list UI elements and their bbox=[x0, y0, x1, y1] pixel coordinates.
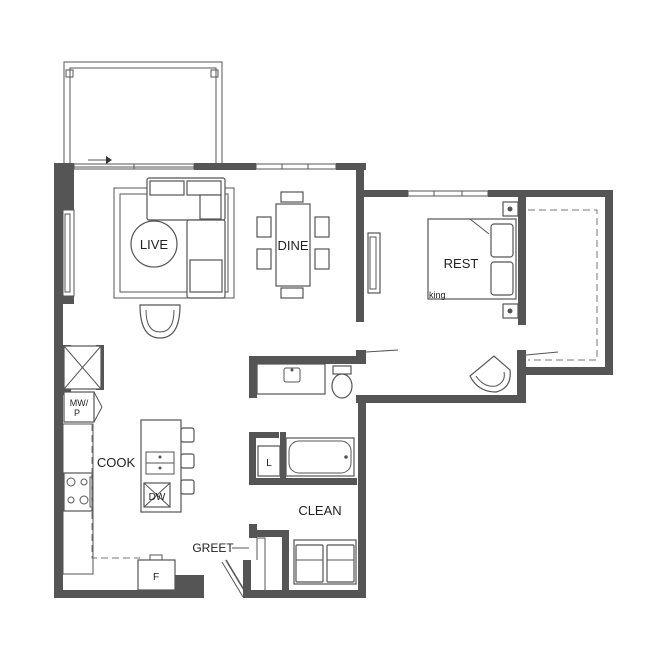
entry-arrow-icon bbox=[106, 156, 112, 164]
dining-table bbox=[275, 203, 311, 287]
bed-size-label: king bbox=[429, 290, 446, 300]
bathroom bbox=[256, 363, 355, 477]
dishwasher-label: DW bbox=[149, 492, 166, 503]
coffee-table bbox=[130, 220, 178, 268]
microwave-pantry bbox=[63, 391, 95, 423]
media-console bbox=[367, 232, 381, 294]
bathtub bbox=[285, 437, 355, 477]
room-label-greet: GREET bbox=[192, 541, 234, 555]
room-label-dine: DINE bbox=[277, 238, 308, 253]
room-label-rest: REST bbox=[444, 256, 479, 271]
fridge bbox=[137, 559, 176, 591]
toilet-icon bbox=[331, 365, 353, 399]
room-label-clean: CLEAN bbox=[298, 503, 341, 518]
room-label-live: LIVE bbox=[140, 237, 169, 252]
bedroom bbox=[365, 201, 598, 393]
kitchen bbox=[62, 345, 195, 591]
dining-area bbox=[256, 191, 330, 299]
room-labels: LIVE DINE REST king COOK CLEAN GREET MW/… bbox=[70, 237, 479, 583]
entry-door bbox=[221, 537, 266, 598]
microwave-label: MW/ bbox=[70, 398, 89, 408]
laundry-label: L bbox=[266, 458, 272, 469]
fridge-label: F bbox=[153, 572, 159, 583]
armchair-icon bbox=[139, 304, 181, 339]
washer-dryer bbox=[293, 539, 357, 585]
room-label-cook: COOK bbox=[97, 455, 136, 470]
exterior-walls bbox=[54, 163, 613, 598]
range bbox=[63, 472, 93, 512]
living-area bbox=[113, 177, 235, 339]
balcony bbox=[63, 61, 223, 168]
bedroom-chair-icon bbox=[469, 355, 511, 393]
pantry-label: P bbox=[74, 408, 80, 418]
